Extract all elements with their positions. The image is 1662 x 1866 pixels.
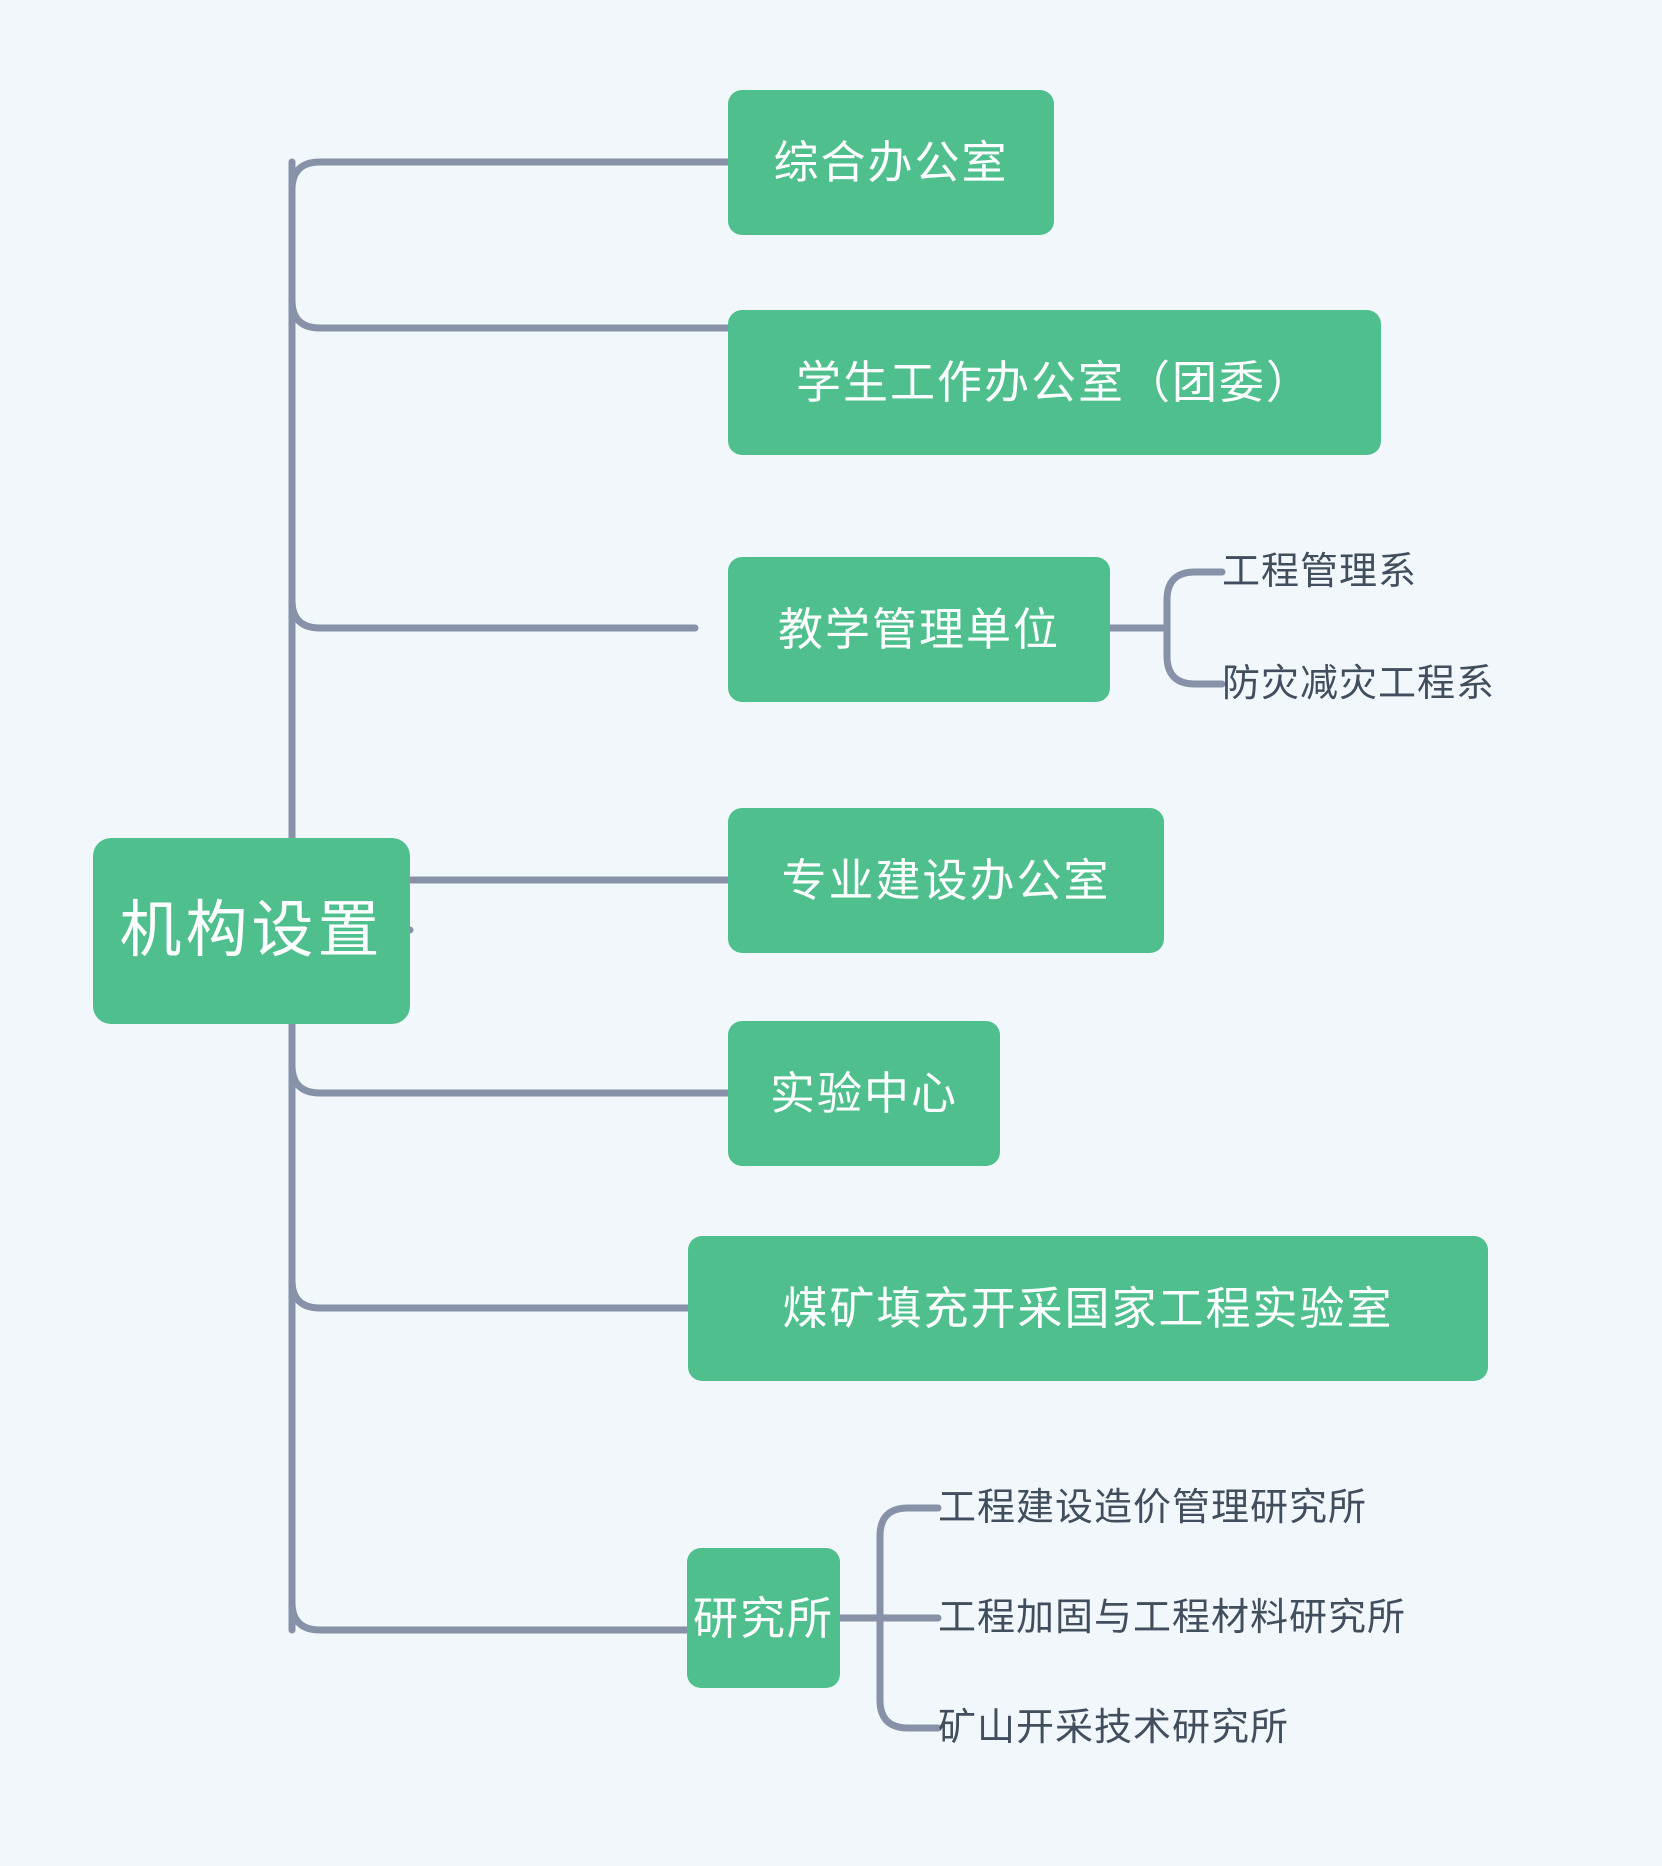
branch-node-label: 综合办公室 [773,137,1009,188]
root-node-label: 机构设置 [119,896,384,965]
branch-node-label: 学生工作办公室（团委） [795,357,1313,408]
leaf-cost-management-institute[interactable]: 工程建设造价管理研究所 [938,1489,1367,1527]
leaf-label: 工程建设造价管理研究所 [938,1487,1368,1529]
leaf-label: 工程加固与工程材料研究所 [938,1597,1407,1639]
connector-sub-teaching-1 [1163,568,1226,632]
branch-node-teaching-management[interactable]: 教学管理单位 [728,557,1110,702]
branch-node-national-lab[interactable]: 煤矿填充开采国家工程实验室 [688,1236,1488,1381]
connector-branch-3 [288,596,699,632]
connector-branch-5 [288,1061,732,1097]
connector-branch-2 [288,296,732,332]
connector-sub-institutes-3 [876,1614,942,1732]
leaf-label: 防灾减灾工程系 [1222,663,1496,705]
branch-node-program-development[interactable]: 专业建设办公室 [728,808,1164,953]
leaf-reinforcement-materials-institute[interactable]: 工程加固与工程材料研究所 [938,1599,1406,1637]
connector-sub-institutes-1 [876,1504,942,1622]
branch-node-label: 煤矿填充开采国家工程实验室 [782,1283,1394,1334]
branch-node-label: 实验中心 [769,1068,958,1119]
connector-branch-6 [288,1276,692,1312]
leaf-mining-technology-institute[interactable]: 矿山开采技术研究所 [938,1709,1289,1747]
branch-node-general-office[interactable]: 综合办公室 [728,90,1054,235]
branch-node-institutes[interactable]: 研究所 [687,1548,840,1688]
branch-node-student-affairs[interactable]: 学生工作办公室（团委） [728,310,1381,455]
leaf-disaster-prevention-dept[interactable]: 防灾减灾工程系 [1222,665,1495,703]
leaf-engineering-management-dept[interactable]: 工程管理系 [1222,553,1417,591]
connector-branch-7 [288,1598,691,1634]
branch-node-label: 教学管理单位 [777,604,1060,655]
leaf-label: 工程管理系 [1222,551,1418,593]
branch-node-label: 研究所 [692,1592,834,1644]
connector-branch-1 [288,158,732,194]
root-node[interactable]: 机构设置 [93,838,410,1024]
branch-node-experiment-center[interactable]: 实验中心 [728,1021,1000,1166]
branch-node-label: 专业建设办公室 [781,855,1111,906]
connector-sub-teaching-2 [1163,624,1226,688]
leaf-label: 矿山开采技术研究所 [938,1707,1290,1749]
